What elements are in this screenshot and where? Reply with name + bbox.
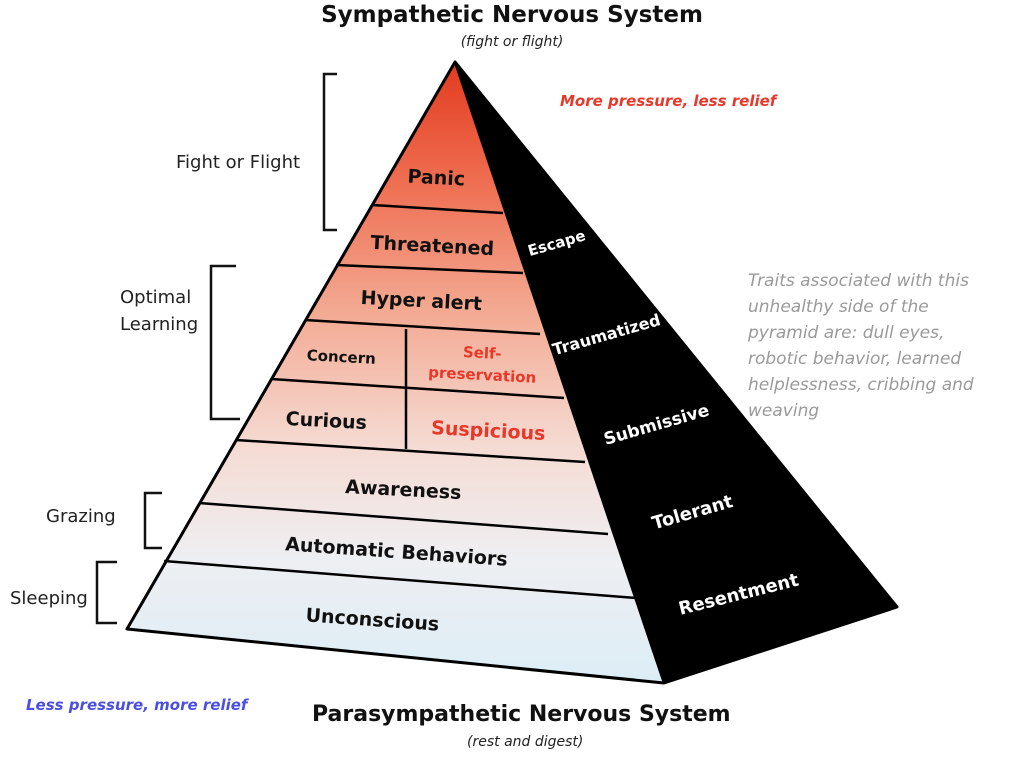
traits-note: Traits associated with this unhealthy si… (748, 271, 974, 421)
left-brackets (95, 72, 337, 625)
level-self-preservation-line2: preservation (428, 363, 537, 387)
bracket-label-learning: Learning (120, 314, 199, 335)
pyramid-dark-side (455, 62, 897, 683)
level-self-preservation-line1: Self- (463, 343, 502, 363)
level-curious: Curious (285, 408, 367, 434)
level-dividers (163, 203, 637, 600)
title-sympathetic: Sympathetic Nervous System (321, 2, 703, 28)
level-panic: Panic (407, 166, 466, 191)
level-concern: Concern (306, 346, 376, 368)
note-more-pressure: More pressure, less relief (560, 92, 777, 110)
subtitle-rest-and-digest: (rest and digest) (467, 734, 584, 750)
bracket-label-grazing: Grazing (46, 506, 116, 527)
note-less-pressure: Less pressure, more relief (26, 696, 248, 714)
title-parasympathetic: Parasympathetic Nervous System (312, 702, 731, 727)
subtitle-fight-or-flight: (fight or flight) (460, 34, 564, 50)
bracket-label-optimal: Optimal (120, 287, 192, 308)
bracket-label-fight-or-flight: Fight or Flight (176, 152, 301, 173)
bracket-label-sleeping: Sleeping (10, 588, 88, 609)
